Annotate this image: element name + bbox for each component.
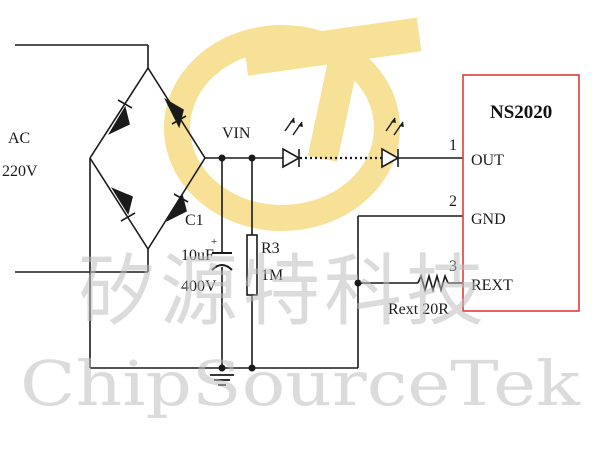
led-icon bbox=[282, 117, 303, 169]
rext-label: Rext 20R bbox=[388, 301, 449, 318]
c1-name-label: C1 bbox=[185, 212, 204, 229]
watermark-chinese: 矽源特科技 bbox=[78, 247, 488, 337]
ac-label: AC bbox=[8, 130, 30, 147]
pin-1-number: 1 bbox=[449, 137, 457, 154]
chip-name: NS2020 bbox=[490, 102, 552, 123]
pin-1-name: OUT bbox=[471, 152, 504, 169]
pin-3-name: REXT bbox=[471, 277, 513, 294]
svg-text:+: + bbox=[211, 236, 217, 248]
r3-value-label: 1M bbox=[261, 267, 283, 284]
capacitor-icon: + bbox=[211, 236, 233, 271]
r3-name-label: R3 bbox=[261, 240, 280, 257]
junction-dots bbox=[218, 154, 362, 372]
pin-3-number: 3 bbox=[449, 258, 457, 275]
pin-2-name: GND bbox=[471, 211, 506, 228]
watermark-english: ChipSourceTek bbox=[20, 347, 580, 420]
diode-bridge-icon bbox=[107, 97, 189, 222]
rext-resistor-icon bbox=[417, 273, 449, 293]
vin-label: VIN bbox=[222, 125, 251, 142]
ground-icon bbox=[210, 374, 234, 386]
c1-voltage-label: 400V bbox=[181, 278, 217, 295]
resistor-icon bbox=[246, 234, 258, 296]
pin-2-number: 2 bbox=[449, 193, 457, 210]
c1-value-label: 10uF bbox=[181, 247, 214, 264]
led-icon bbox=[381, 117, 404, 169]
cst-logo-icon bbox=[164, 17, 422, 231]
chip-body bbox=[462, 74, 580, 312]
voltage-label: 220V bbox=[2, 163, 38, 180]
